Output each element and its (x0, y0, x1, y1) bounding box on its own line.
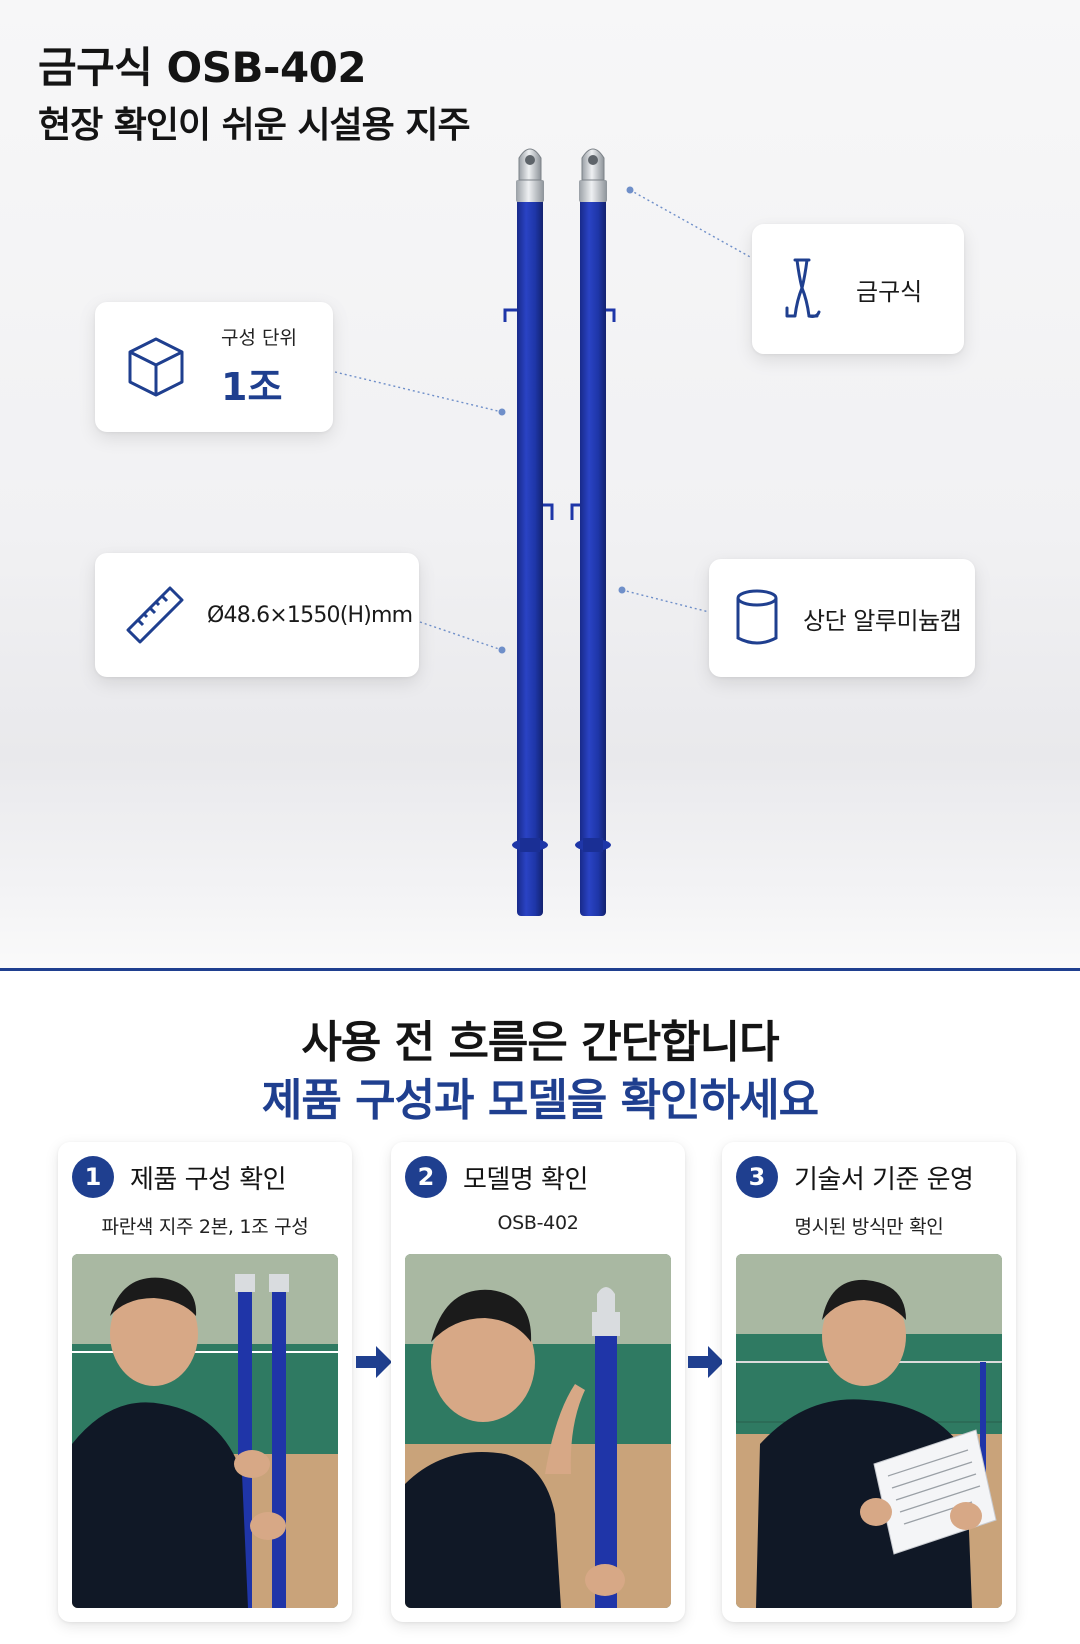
step-photo-reading-document (736, 1254, 1002, 1608)
pole-left (503, 148, 554, 916)
step-number-badge: 1 (72, 1156, 114, 1198)
step-number-badge: 2 (405, 1156, 447, 1198)
product-hero: 금구식 OSB-402 현장 확인이 쉬운 시설용 지주 (0, 0, 1080, 968)
cap-value: 상단 알루미늄캡 (803, 606, 962, 635)
cylinder-cap-icon (733, 587, 781, 649)
step-number-badge: 3 (736, 1156, 778, 1198)
step-title: 모델명 확인 (463, 1164, 588, 1195)
step-description: 명시된 방식만 확인 (794, 1216, 944, 1238)
unit-label: 구성 단위 (221, 327, 297, 349)
type-value: 금구식 (856, 277, 923, 306)
section-heading: 사용 전 흐름은 간단합니다 (301, 1017, 779, 1068)
hero-title: 금구식 OSB-402 (38, 43, 367, 92)
hook-fitting-icon (776, 254, 828, 324)
section-subheading: 제품 구성과 모델을 확인하세요 (261, 1075, 819, 1126)
step-description: OSB-402 (497, 1212, 579, 1234)
pole-right (570, 148, 616, 916)
leader-lines (334, 189, 753, 651)
arrow-right-icon (688, 1346, 724, 1378)
callout-type: 금구식 (752, 224, 964, 354)
callout-dimension: Ø48.6×1550(H)mm (95, 553, 419, 677)
section-divider (0, 968, 1080, 971)
ruler-icon (121, 581, 189, 649)
step-card-3: 3 기술서 기준 운영 명시된 방식만 확인 (722, 1142, 1016, 1622)
unit-value: 1조 (221, 365, 283, 409)
step-title: 제품 구성 확인 (130, 1164, 287, 1195)
callout-unit: 구성 단위 1조 (95, 302, 333, 432)
step-photo-holding-poles (72, 1254, 338, 1608)
hero-subtitle: 현장 확인이 쉬운 시설용 지주 (38, 105, 471, 146)
arrow-right-icon (356, 1346, 392, 1378)
cube-icon (125, 332, 187, 402)
step-description: 파란색 지주 2본, 1조 구성 (101, 1216, 309, 1238)
step-card-1: 1 제품 구성 확인 파란색 지주 2본, 1조 구성 (58, 1142, 352, 1622)
callout-cap: 상단 알루미늄캡 (709, 559, 975, 677)
product-poles-illustration (334, 148, 753, 916)
step-card-2: 2 모델명 확인 OSB-402 (391, 1142, 685, 1622)
step-photo-pointing-model (405, 1254, 671, 1608)
dimension-value: Ø48.6×1550(H)mm (207, 602, 413, 628)
step-title: 기술서 기준 운영 (794, 1164, 974, 1195)
